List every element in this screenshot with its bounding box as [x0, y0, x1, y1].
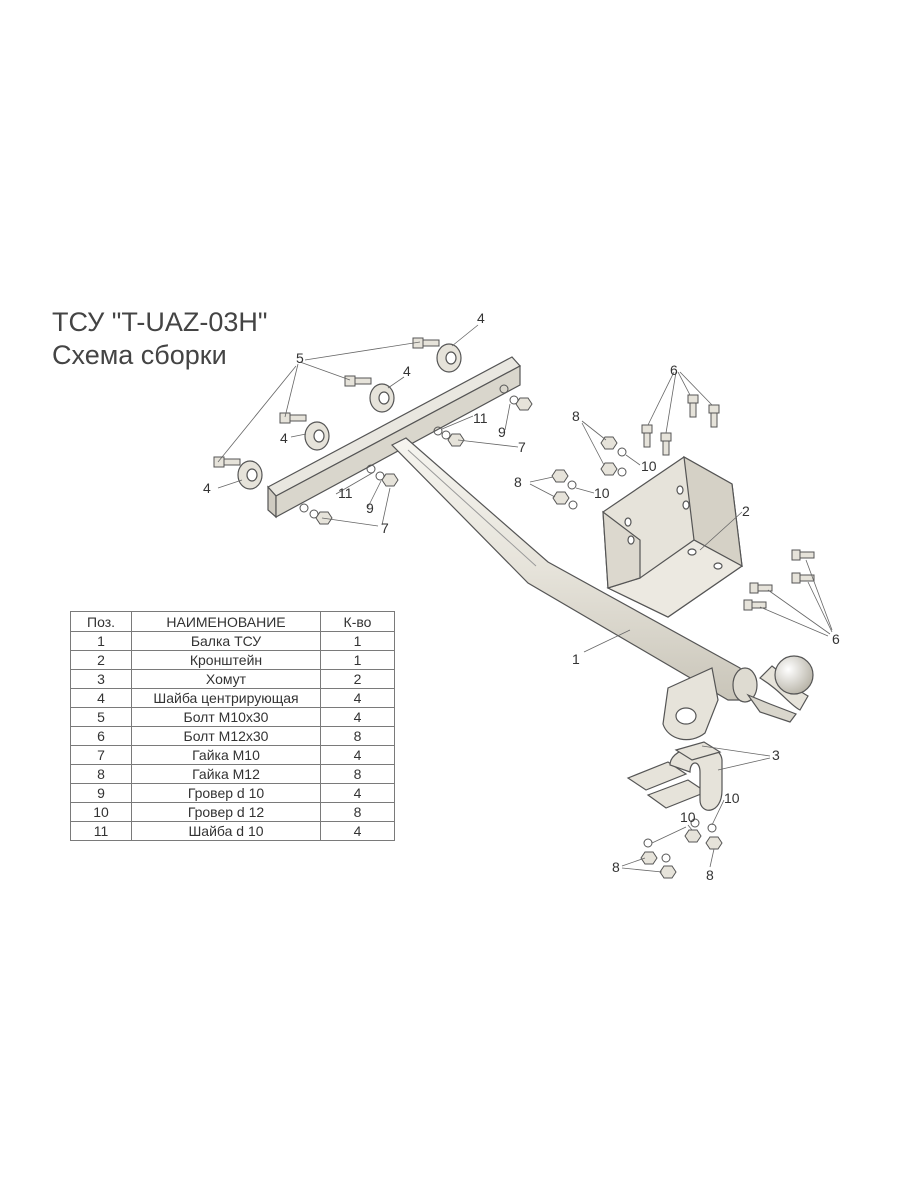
tow-beam [390, 437, 809, 741]
callout-4: 4 [203, 480, 211, 496]
row-quantity: 4 [320, 783, 395, 803]
row-name: Болт М10х30 [131, 707, 321, 727]
callout-2: 2 [742, 503, 750, 519]
callout-10: 10 [724, 790, 740, 806]
header-quantity: К-во [320, 611, 395, 632]
callout-10: 10 [680, 809, 696, 825]
table-row: 4 Шайба центрирующая 4 [70, 688, 395, 708]
callout-4: 4 [280, 430, 288, 446]
row-name: Гайка М10 [131, 745, 321, 765]
table-row: 9 Гровер d 10 4 [70, 783, 395, 803]
row-name: Гайка М12 [131, 764, 321, 784]
tow-ball [774, 655, 814, 695]
row-position: 7 [70, 745, 132, 765]
table-row: 11 Шайба d 10 4 [70, 821, 395, 841]
row-quantity: 8 [320, 764, 395, 784]
row-name: Кронштейн [131, 650, 321, 670]
row-position: 2 [70, 650, 132, 670]
callout-7: 7 [518, 439, 526, 455]
table-row: 10 Гровер d 12 8 [70, 802, 395, 822]
table-row: 7 Гайка М10 4 [70, 745, 395, 765]
row-quantity: 8 [320, 802, 395, 822]
row-name: Болт М12х30 [131, 726, 321, 746]
row-quantity: 4 [320, 688, 395, 708]
row-name: Шайба d 10 [131, 821, 321, 841]
row-quantity: 4 [320, 707, 395, 727]
table-row: 2 Кронштейн 1 [70, 650, 395, 670]
callout-11: 11 [473, 410, 488, 426]
row-quantity: 1 [320, 650, 395, 670]
table-row: 6 Болт М12х30 8 [70, 726, 395, 746]
callout-4: 4 [477, 310, 485, 326]
table-row: 8 Гайка М12 8 [70, 764, 395, 784]
header-position: Поз. [70, 611, 132, 632]
title-subtitle: Схема сборки [52, 340, 227, 370]
parts-table: Поз. НАИМЕНОВАНИЕ К-во 1 Балка ТСУ 1 2 К… [70, 611, 395, 841]
diagram-title: ТСУ "T-UAZ-03H" Схема сборки [52, 306, 267, 372]
callout-11: 11 [338, 485, 353, 501]
bracket [602, 455, 744, 618]
row-name: Гровер d 12 [131, 802, 321, 822]
row-quantity: 8 [320, 726, 395, 746]
callout-5: 5 [296, 350, 304, 366]
row-name: Шайба центрирующая [131, 688, 321, 708]
row-position: 8 [70, 764, 132, 784]
row-position: 5 [70, 707, 132, 727]
header-name: НАИМЕНОВАНИЕ [131, 611, 321, 632]
row-quantity: 1 [320, 631, 395, 651]
callout-8: 8 [706, 867, 714, 883]
bolts-m10 [213, 337, 440, 468]
callout-6: 6 [670, 362, 678, 378]
callout-10: 10 [594, 485, 610, 501]
centering-washers [237, 343, 462, 490]
row-name: Балка ТСУ [131, 631, 321, 651]
table-row: 1 Балка ТСУ 1 [70, 631, 395, 651]
bolts-m12 [641, 394, 815, 611]
row-name: Гровер d 10 [131, 783, 321, 803]
callout-6: 6 [832, 631, 840, 647]
callout-9: 9 [366, 500, 374, 516]
callout-8: 8 [572, 408, 580, 424]
clamp [626, 741, 723, 811]
leader-lines [217, 324, 833, 873]
callout-10: 10 [641, 458, 657, 474]
callouts: 5 4 4 4 4 11 9 7 11 9 7 6 8 10 8 10 2 1 … [203, 310, 840, 883]
callout-7: 7 [381, 520, 389, 536]
row-quantity: 4 [320, 745, 395, 765]
row-position: 9 [70, 783, 132, 803]
table-row: 5 Болт М10х30 4 [70, 707, 395, 727]
callout-4: 4 [403, 363, 411, 379]
row-position: 4 [70, 688, 132, 708]
callout-8: 8 [612, 859, 620, 875]
row-quantity: 4 [320, 821, 395, 841]
row-quantity: 2 [320, 669, 395, 689]
row-position: 3 [70, 669, 132, 689]
callout-1: 1 [572, 651, 580, 667]
callout-8: 8 [514, 474, 522, 490]
title-model: ТСУ "T-UAZ-03H" [52, 307, 268, 337]
parts-table-header: Поз. НАИМЕНОВАНИЕ К-во [70, 611, 395, 632]
callout-3: 3 [772, 747, 780, 763]
row-name: Хомут [131, 669, 321, 689]
row-position: 1 [70, 631, 132, 651]
row-position: 10 [70, 802, 132, 822]
row-position: 6 [70, 726, 132, 746]
table-row: 3 Хомут 2 [70, 669, 395, 689]
callout-9: 9 [498, 424, 506, 440]
row-position: 11 [70, 821, 132, 841]
